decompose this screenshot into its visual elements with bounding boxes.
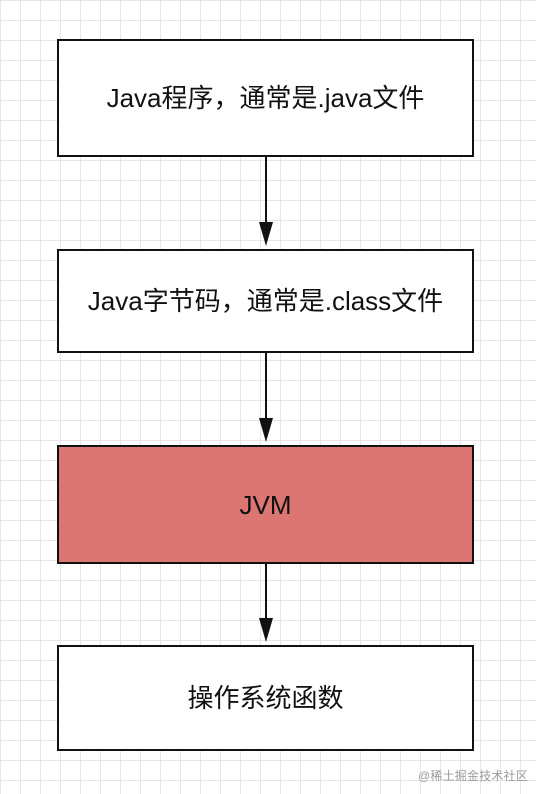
flow-node-jvm: JVM (57, 445, 474, 564)
flow-node-label: Java字节码，通常是.class文件 (87, 286, 444, 316)
flow-node-java-source: Java程序，通常是.java文件 (57, 39, 474, 157)
watermark: @稀土掘金技术社区 (418, 769, 528, 783)
flow-node-label: Java程序，通常是.java文件 (106, 83, 425, 113)
flow-node-label: JVM (239, 489, 292, 520)
flow-node-os-functions: 操作系统函数 (57, 645, 474, 751)
flow-node-bytecode: Java字节码，通常是.class文件 (57, 249, 474, 353)
arrow-connector (259, 157, 273, 246)
arrow-connector (259, 564, 273, 642)
flow-node-label: 操作系统函数 (187, 683, 344, 713)
arrow-connector (259, 353, 273, 442)
